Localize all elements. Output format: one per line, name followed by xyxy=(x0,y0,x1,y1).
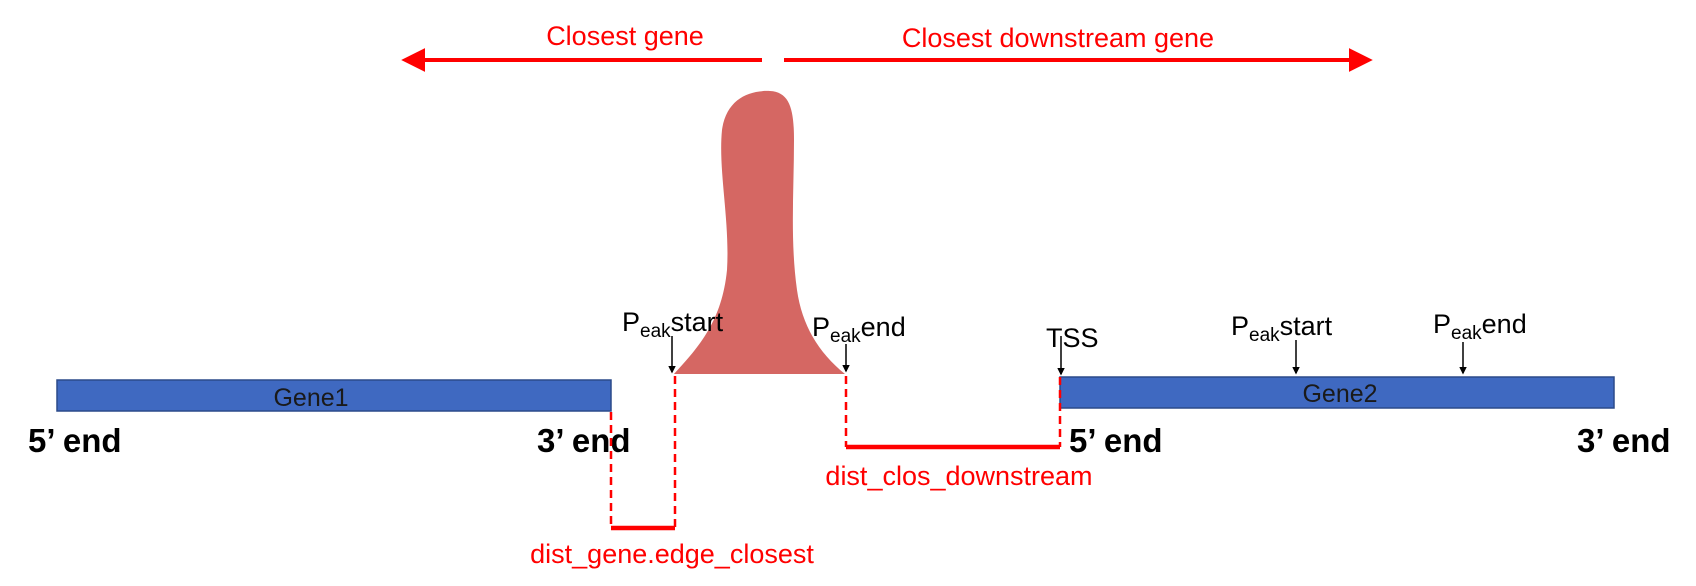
peak2-start-label: Peakstart xyxy=(1231,311,1333,346)
gene1-name: Gene1 xyxy=(273,384,348,412)
gene2-3prime-label: 3’ end xyxy=(1577,422,1671,459)
closest-gene-label: Closest gene xyxy=(546,21,704,51)
tss-label: TSS xyxy=(1046,323,1099,353)
peak-shape xyxy=(674,90,845,374)
dist-gene-edge-closest-label: dist_gene.edge_closest xyxy=(530,539,814,569)
dist-closest-downstream-bracket xyxy=(844,376,1062,450)
gene1-bar xyxy=(56,379,612,412)
peak1-start-label: Peakstart xyxy=(622,307,724,342)
gene2-bar xyxy=(1059,376,1615,409)
gene1-3prime-label: 3’ end xyxy=(537,422,631,459)
closest-downstream-gene-label: Closest downstream gene xyxy=(902,23,1214,53)
peak2-end-label: Peakend xyxy=(1433,309,1527,344)
gene2-5prime-label: 5’ end xyxy=(1069,422,1163,459)
peak1-end-label: Peakend xyxy=(812,312,906,347)
dist-gene-edge-closest-bracket xyxy=(609,376,677,531)
dist-closest-downstream-label: dist_clos_downstream xyxy=(825,461,1092,491)
gene2-name: Gene2 xyxy=(1302,380,1377,408)
gene1-5prime-label: 5’ end xyxy=(28,422,122,459)
